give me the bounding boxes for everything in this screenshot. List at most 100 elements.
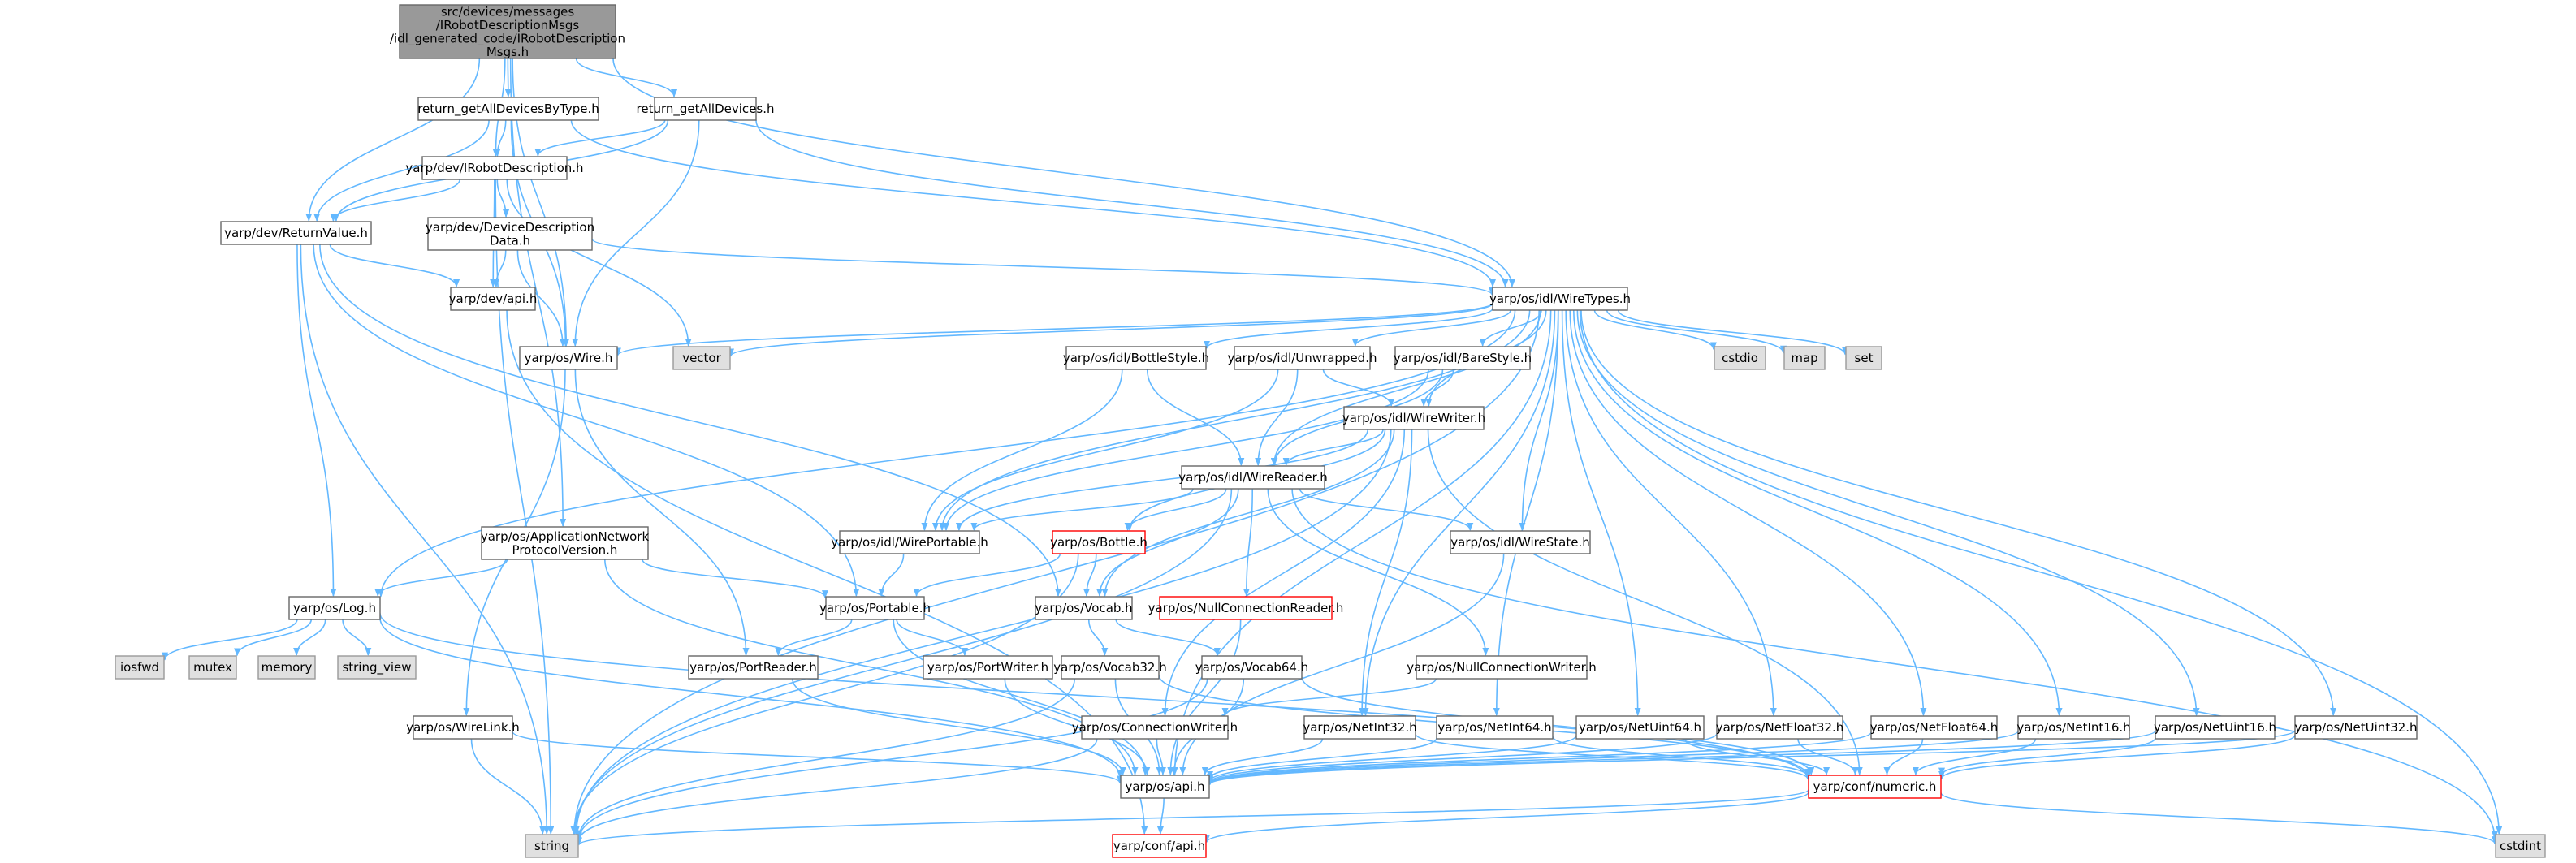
node-portwriter[interactable]: yarp/os/PortWriter.h xyxy=(923,655,1053,680)
node-wiretypes[interactable]: yarp/os/idl/WireTypes.h xyxy=(1489,287,1631,311)
node-retAll[interactable]: return_getAllDevices.h xyxy=(637,97,775,121)
node-netuint16[interactable]: yarp/os/NetUint16.h xyxy=(2154,715,2276,740)
edge-devapi-to-confapi xyxy=(506,309,1148,835)
edge-wirewriter-to-vocab xyxy=(1101,429,1395,597)
node-retval[interactable]: yarp/dev/ReturnValue.h xyxy=(220,221,372,245)
node-nullconnreader[interactable]: yarp/os/NullConnectionReader.h xyxy=(1148,596,1344,620)
edge-portable-to-osapi xyxy=(893,619,1149,775)
node-label-string_view: string_view xyxy=(342,660,411,675)
nodes-layer: src/devices/messages/IRobotDescriptionMs… xyxy=(115,4,2546,858)
node-box-devdesc xyxy=(427,217,593,251)
edge-nullconnreader-to-osapi xyxy=(1167,619,1242,775)
edge-confnumeric-to-cstdint xyxy=(1940,792,2498,845)
node-box-confnumeric xyxy=(1808,775,1942,799)
node-label-cstdint: cstdint xyxy=(2500,839,2541,853)
node-appnet[interactable]: yarp/os/ApplicationNetworkProtocolVersio… xyxy=(481,526,650,560)
node-box-portreader xyxy=(688,655,819,680)
node-bottle[interactable]: yarp/os/Bottle.h xyxy=(1050,530,1148,554)
node-wirelink[interactable]: yarp/os/WireLink.h xyxy=(406,715,520,740)
node-devapi[interactable]: yarp/dev/api.h xyxy=(449,287,538,311)
edge-bottle-to-portable xyxy=(913,553,1061,597)
node-vocab[interactable]: yarp/os/Vocab.h xyxy=(1035,596,1133,620)
node-nullconnwriter[interactable]: yarp/os/NullConnectionWriter.h xyxy=(1407,655,1597,680)
node-wirereader[interactable]: yarp/os/idl/WireReader.h xyxy=(1178,465,1328,490)
node-wirewriter[interactable]: yarp/os/idl/WireWriter.h xyxy=(1342,406,1485,430)
node-string_view: string_view xyxy=(337,655,417,680)
edge-retval-to-string xyxy=(300,244,551,835)
edge-unwrapped-to-wirereader xyxy=(1255,369,1299,466)
node-confapi[interactable]: yarp/conf/api.h xyxy=(1112,834,1207,858)
edge-retByType-to-irobot xyxy=(494,119,507,157)
node-cstdio: cstdio xyxy=(1714,346,1766,370)
edge-netfloat32-to-osapi xyxy=(1207,732,1718,783)
edge-root-to-wiretypes xyxy=(612,58,1515,287)
edge-nullconnwriter-to-connwriter xyxy=(1221,678,1437,716)
node-wireportable[interactable]: yarp/os/idl/WirePortable.h xyxy=(831,530,988,554)
edge-wirereader-to-wireportable xyxy=(970,488,1194,531)
node-netint32[interactable]: yarp/os/NetInt32.h xyxy=(1303,715,1417,740)
node-mutex: mutex xyxy=(188,655,237,680)
edge-netfloat64-to-confnumeric xyxy=(1883,738,1924,775)
node-netfloat32[interactable]: yarp/os/NetFloat32.h xyxy=(1716,715,1844,740)
edge-log-to-string_view xyxy=(342,619,372,656)
node-vocab32[interactable]: yarp/os/Vocab32.h xyxy=(1053,655,1167,680)
node-osapi[interactable]: yarp/os/api.h xyxy=(1120,775,1210,799)
node-bottlestyle[interactable]: yarp/os/idl/BottleStyle.h xyxy=(1063,346,1209,370)
node-netuint32[interactable]: yarp/os/NetUint32.h xyxy=(2294,715,2418,740)
edge-netuint32-to-confnumeric xyxy=(1938,734,2296,779)
node-retByType[interactable]: return_getAllDevicesByType.h xyxy=(417,97,599,121)
node-netuint64[interactable]: yarp/os/NetUint64.h xyxy=(1575,715,1705,740)
node-label-portreader: yarp/os/PortReader.h xyxy=(689,660,817,675)
node-box-barestyle xyxy=(1394,346,1531,370)
node-netint16[interactable]: yarp/os/NetInt16.h xyxy=(2016,715,2131,740)
node-portreader[interactable]: yarp/os/PortReader.h xyxy=(688,655,819,680)
node-box-memory xyxy=(257,655,316,680)
node-label-retAll: return_getAllDevices.h xyxy=(637,101,775,117)
edge-wiretypes-to-bottlestyle xyxy=(1204,308,1493,349)
edge-wiretypes-to-netfloat64 xyxy=(1569,309,1927,716)
node-irobot[interactable]: yarp/dev/IRobotDescription.h xyxy=(405,156,584,180)
node-netfloat64[interactable]: yarp/os/NetFloat64.h xyxy=(1870,715,1999,740)
edge-wirereader-to-cstdint xyxy=(1291,488,2498,839)
node-confnumeric[interactable]: yarp/conf/numeric.h xyxy=(1808,775,1942,799)
node-box-root xyxy=(399,4,616,59)
edge-wirewriter-to-netint32 xyxy=(1359,429,1413,716)
edge-wiretypes-to-osapi xyxy=(1171,309,1552,775)
edge-log-to-mutex xyxy=(234,619,313,657)
node-log[interactable]: yarp/os/Log.h xyxy=(288,596,381,620)
node-label-retval: yarp/dev/ReturnValue.h xyxy=(224,226,368,240)
node-label-confnumeric: yarp/conf/numeric.h xyxy=(1813,779,1937,794)
node-barestyle[interactable]: yarp/os/idl/BareStyle.h xyxy=(1394,346,1532,370)
node-label-vocab64: yarp/os/Vocab64.h xyxy=(1195,660,1308,675)
edge-vocab-to-vocab32 xyxy=(1087,619,1109,656)
node-box-map xyxy=(1783,346,1826,370)
node-portable[interactable]: yarp/os/Portable.h xyxy=(819,596,931,620)
edge-retval-to-vocab xyxy=(319,244,1061,597)
edge-portreader-to-osapi xyxy=(791,678,1126,775)
node-box-portable xyxy=(825,596,925,620)
edge-wiretypes-to-wirereader xyxy=(1270,309,1541,466)
node-unwrapped[interactable]: yarp/os/idl/Unwrapped.h xyxy=(1228,346,1377,370)
node-memory: memory xyxy=(257,655,316,680)
node-wirestate[interactable]: yarp/os/idl/WireState.h xyxy=(1450,530,1591,554)
node-netint64[interactable]: yarp/os/NetInt64.h xyxy=(1436,715,1554,740)
node-connwriter[interactable]: yarp/os/ConnectionWriter.h xyxy=(1072,715,1238,740)
edge-netuint32-to-osapi xyxy=(1207,730,2296,786)
node-root[interactable]: src/devices/messages/IRobotDescriptionMs… xyxy=(390,4,625,59)
node-label-netint16: yarp/os/NetInt16.h xyxy=(2016,720,2130,735)
node-label-vector: vector xyxy=(682,351,721,365)
edge-wiretypes-to-string xyxy=(571,309,1541,835)
edge-unwrapped-to-wireportable xyxy=(931,369,1279,531)
node-box-nullconnreader xyxy=(1159,596,1333,620)
node-label-devdesc-line-1: Data.h xyxy=(490,233,530,248)
node-vocab64[interactable]: yarp/os/Vocab64.h xyxy=(1195,655,1308,680)
edge-wiretypes-to-vector xyxy=(728,303,1493,357)
node-label-wirereader: yarp/os/idl/WireReader.h xyxy=(1178,470,1328,485)
node-box-wirewriter xyxy=(1343,406,1485,430)
edge-root-to-retAll xyxy=(575,58,678,97)
node-wire[interactable]: yarp/os/Wire.h xyxy=(519,346,618,370)
node-label-memory: memory xyxy=(261,660,313,675)
edge-netuint16-to-confnumeric xyxy=(1938,737,2156,776)
edge-netfloat32-to-confnumeric xyxy=(1797,738,1859,775)
